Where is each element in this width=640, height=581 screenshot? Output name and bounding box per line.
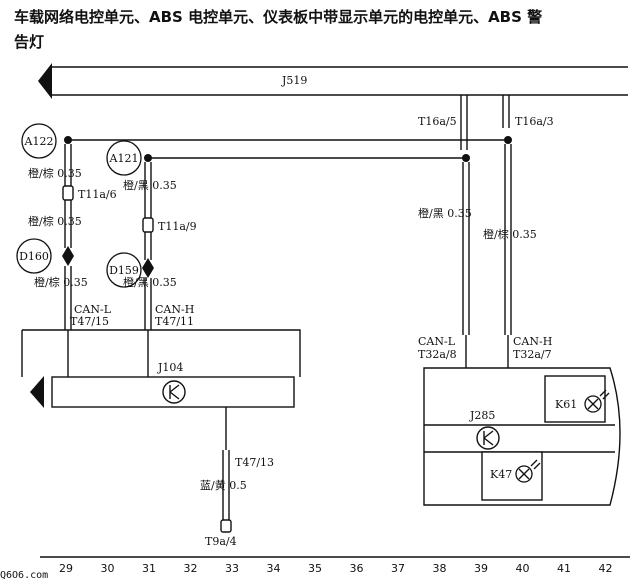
bottom-axis-ticks: 29 30 31 32 33 34 35 36 37 38 39 40 41 42	[59, 562, 613, 575]
left-wire-col-1	[62, 144, 74, 377]
wire-label: 橙/棕 0.35	[28, 214, 82, 228]
lamp-k47-label: K47	[490, 468, 512, 481]
wire-label: 橙/黑 0.35	[123, 178, 177, 192]
j104-output-wire	[220, 450, 232, 533]
can-h-left: CAN-H	[155, 303, 194, 316]
bus-arrow-icon	[38, 63, 52, 99]
pin-t9a4: T9a/4	[205, 535, 237, 548]
pin-t47-11: T47/11	[155, 315, 194, 328]
left-wire-col-2	[142, 162, 154, 377]
pin-t47-15: T47/15	[70, 315, 109, 328]
unit-arrow-icon	[30, 376, 44, 408]
pin-t16a3: T16a/3	[515, 115, 554, 128]
can-l-left: CAN-L	[74, 303, 112, 316]
axis-tick-label: 36	[350, 562, 364, 575]
axis-tick-label: 38	[433, 562, 447, 575]
right-vertical-wires	[460, 95, 510, 150]
axis-tick-label: 34	[267, 562, 281, 575]
axis-tick-label: 32	[184, 562, 198, 575]
junction-dot	[144, 154, 152, 162]
pin-t16a5: T16a/5	[418, 115, 457, 128]
junction-dot	[462, 154, 470, 162]
connector-d159: D159	[106, 252, 142, 288]
lamp-k47-icon	[515, 459, 541, 483]
axis-tick-label: 41	[557, 562, 571, 575]
bus-j519	[38, 63, 628, 99]
pin-t11a6: T11a/6	[78, 188, 117, 201]
wire-label: 橙/棕 0.35	[28, 166, 82, 180]
connector-d160: D160	[16, 238, 52, 274]
can-h-right: CAN-H	[513, 335, 552, 348]
wire-label: 橙/黑 0.35	[418, 206, 472, 220]
axis-tick-label: 35	[308, 562, 322, 575]
wire-label: 橙/棕 0.35	[34, 275, 88, 289]
svg-text:A122: A122	[24, 135, 54, 148]
pin-t32a8: T32a/8	[418, 348, 457, 361]
svg-text:A121: A121	[109, 152, 139, 165]
lamp-k61-label: K61	[555, 398, 577, 411]
connector-a121: A121	[106, 140, 142, 176]
pin-t11a9: T11a/9	[158, 220, 197, 233]
pin-t32a7: T32a/7	[513, 348, 552, 361]
axis-tick-label: 33	[225, 562, 239, 575]
diagram-title-line2: 告灯	[14, 33, 44, 51]
connector-a122: A122	[21, 123, 57, 159]
axis-tick-label: 40	[516, 562, 530, 575]
unit-j104	[21, 329, 301, 450]
junction-dot	[504, 136, 512, 144]
bus-label: J519	[281, 74, 307, 87]
wire-label: 橙/棕 0.35	[483, 227, 537, 241]
pin-t47-13: T47/13	[235, 456, 274, 469]
axis-tick-label: 31	[142, 562, 156, 575]
unit-j285	[423, 367, 621, 506]
axis-tick-label: 39	[474, 562, 488, 575]
lamp-k61-icon	[584, 389, 610, 413]
axis-tick-label: 42	[599, 562, 613, 575]
diagram-title-line1: 车载网络电控单元、ABS 电控单元、仪表板中带显示单元的电控单元、ABS 警	[14, 8, 542, 26]
axis-tick-label: 29	[59, 562, 73, 575]
axis-tick-label: 37	[391, 562, 405, 575]
can-l-right: CAN-L	[418, 335, 456, 348]
watermark: Q6O6.com	[0, 570, 48, 581]
unit-j104-label: J104	[157, 361, 183, 374]
axis-tick-label: 30	[101, 562, 115, 575]
junction-dot	[64, 136, 72, 144]
wire-label: 蓝/黄 0.5	[200, 478, 247, 492]
unit-j285-label: J285	[469, 409, 495, 422]
wire-label: 橙/黑 0.35	[123, 275, 177, 289]
svg-text:D160: D160	[19, 250, 49, 263]
svg-text:D159: D159	[109, 264, 139, 277]
